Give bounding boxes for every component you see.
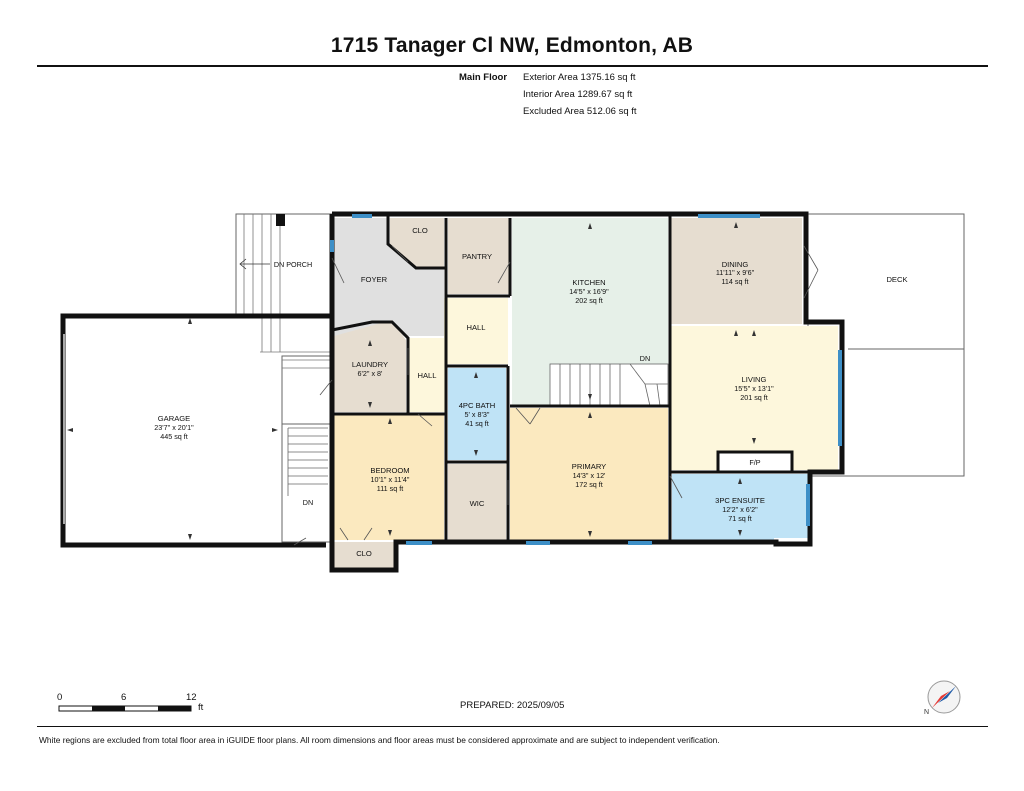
page-title: 1715 Tanager Cl NW, Edmonton, AB <box>330 34 694 57</box>
scale-bar <box>58 705 192 712</box>
footer-divider <box>37 726 988 727</box>
ensuite-area: 71 sq ft <box>728 514 752 523</box>
kitchen-stairs-dn: DN <box>640 354 650 363</box>
bedroom-dims: 10'1" x 11'4" <box>371 475 410 484</box>
scale-tick-12: 12 <box>186 692 197 703</box>
porch-arrow-icon <box>239 258 270 270</box>
interior-area: Interior Area 1289.67 sq ft <box>523 89 633 100</box>
exterior-area: Exterior Area 1375.16 sq ft <box>523 72 636 83</box>
header-divider <box>37 65 988 67</box>
pantry-fill <box>448 218 510 294</box>
clo-bottom-label: CLO <box>356 549 372 558</box>
disclaimer-text: White regions are excluded from total fl… <box>39 735 720 745</box>
compass-icon: N <box>924 680 961 716</box>
floor-name: Main Floor <box>459 72 508 83</box>
hall-upper-label: HALL <box>467 323 486 332</box>
primary-label: PRIMARY <box>572 462 606 471</box>
bath-area: 41 sq ft <box>465 419 489 428</box>
room-fills <box>334 218 838 568</box>
excluded-area: Excluded Area 512.06 sq ft <box>523 106 637 117</box>
living-dims: 15'5" x 13'1" <box>734 384 774 393</box>
bedroom-area: 111 sq ft <box>377 484 404 493</box>
bath-fill <box>448 368 506 460</box>
hall-upper-fill <box>444 298 508 364</box>
laundry-fill <box>334 320 406 412</box>
svg-text:N: N <box>924 709 929 716</box>
post <box>276 214 285 226</box>
kitchen-area: 202 sq ft <box>575 296 603 305</box>
scale-tick-0: 0 <box>57 692 63 703</box>
bedroom-fill <box>334 414 444 540</box>
ensuite-fill <box>672 474 808 540</box>
bedroom-label: BEDROOM <box>370 466 409 475</box>
bath-dims: 5' x 8'3" <box>465 410 490 419</box>
wic-fill <box>448 464 506 540</box>
garage-dims: 23'7" x 20'1" <box>154 423 194 432</box>
garage-stairs <box>287 427 328 496</box>
kitchen-stairs <box>549 363 669 407</box>
laundry-dims: 6'2" x 8' <box>358 369 384 378</box>
dining-fill <box>670 218 802 324</box>
room-labels: FOYER CLO PANTRY HALL KITCHEN 14'5" x 16… <box>154 226 907 558</box>
garage-label: GARAGE <box>158 414 191 423</box>
porch-label: DN PORCH <box>274 260 312 269</box>
primary-area: 172 sq ft <box>575 480 603 489</box>
porch-stairs <box>243 214 330 369</box>
windows <box>330 214 842 545</box>
dimension-markers <box>67 222 756 540</box>
bath-label: 4PC BATH <box>459 401 496 410</box>
scale-unit: ft <box>198 702 204 713</box>
clo-bottom-fill <box>334 542 394 568</box>
scale-tick-6: 6 <box>121 692 127 703</box>
foyer-fill <box>334 218 444 336</box>
primary-fill <box>510 408 668 540</box>
ensuite-dims: 12'2" x 6'2" <box>722 505 758 514</box>
fireplace-label: F/P <box>749 458 760 467</box>
hall-lower-fill <box>408 338 446 412</box>
foyer-label: FOYER <box>361 275 388 284</box>
pantry-label: PANTRY <box>462 252 492 261</box>
deck-label: DECK <box>886 275 907 284</box>
laundry-label: LAUNDRY <box>352 360 388 369</box>
living-area: 201 sq ft <box>740 393 768 402</box>
living-fill <box>670 326 838 470</box>
ensuite-label: 3PC ENSUITE <box>715 496 765 505</box>
living-label: LIVING <box>742 375 767 384</box>
kitchen-dims: 14'5" x 16'9" <box>569 287 609 296</box>
prepared-date: PREPARED: 2025/09/05 <box>460 700 565 711</box>
dining-label: DINING <box>722 260 749 269</box>
dining-dims: 11'11" x 9'6" <box>716 268 755 277</box>
dining-area: 114 sq ft <box>721 277 748 286</box>
garage-area: 445 sq ft <box>160 432 188 441</box>
hall-lower-label: HALL <box>418 371 437 380</box>
clo-top-label: CLO <box>412 226 428 235</box>
primary-dims: 14'3" x 12' <box>573 471 606 480</box>
wic-label: WIC <box>470 499 485 508</box>
garage-stairs-dn: DN <box>303 498 313 507</box>
doors <box>293 245 819 546</box>
kitchen-label: KITCHEN <box>572 278 605 287</box>
